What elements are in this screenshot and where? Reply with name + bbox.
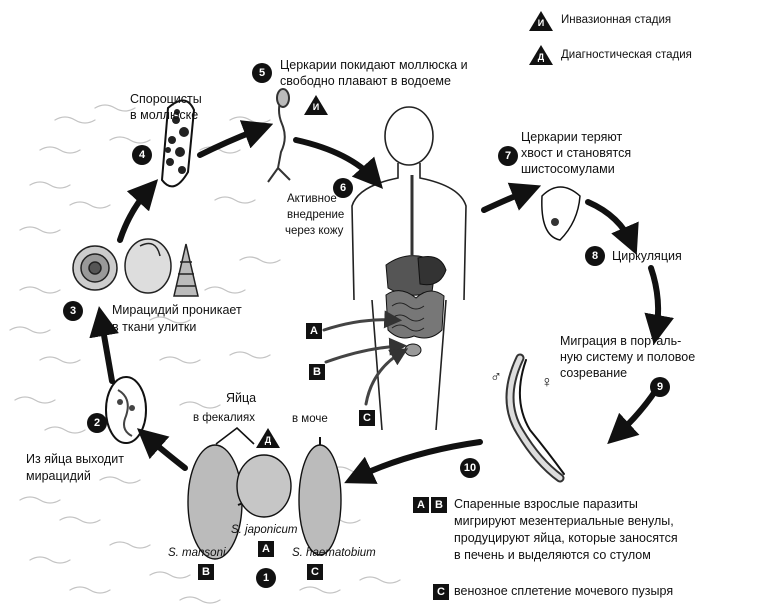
legend-diagnostic-label: Диагностическая стадия	[561, 49, 692, 61]
step-3-badge: 3	[63, 301, 83, 321]
step-4-line2: в моллюске	[130, 108, 199, 122]
step-9-badge: 9	[650, 377, 670, 397]
female-symbol: ♀	[541, 374, 553, 391]
cercaria-figure	[267, 88, 291, 183]
human-figure	[351, 106, 467, 431]
diagnostic-stage-icon: Д	[528, 44, 554, 66]
diagnostic-stage-icon: Д	[255, 427, 281, 449]
step-7-line2: хвост и становятся	[521, 146, 632, 160]
species-b-marker: B	[198, 564, 214, 580]
note-ab-line4: в печень и выделяются со стулом	[454, 548, 651, 562]
step-4-badge: 4	[132, 145, 152, 165]
species-a-marker: A	[258, 541, 274, 557]
step-7-line3: шистосомулами	[521, 162, 615, 176]
step-5-line1: Церкарии покидают моллюска и	[280, 58, 468, 72]
eggs-figure	[187, 437, 342, 560]
step-3-line2: в ткани улитки	[112, 320, 197, 334]
step-2-badge: 2	[87, 413, 107, 433]
eggs-urine-label: в моче	[292, 413, 328, 425]
eggs-title: Яйца	[226, 391, 257, 405]
step-5-badge: 5	[252, 63, 272, 83]
step-2-line2: мирацидий	[26, 469, 91, 483]
site-b-marker: B	[309, 364, 325, 380]
digestive-organs	[385, 175, 447, 357]
note-ab-line1: Спаренные взрослые паразиты	[454, 497, 638, 511]
step-3-line1: Мирацидий проникает	[112, 303, 242, 317]
step-7-line1: Церкарии теряют	[521, 130, 623, 144]
invasive-stage-icon: И	[303, 94, 329, 116]
step-1-badge: 1	[256, 568, 276, 588]
note-a-marker: A	[413, 497, 429, 513]
site-arrows	[322, 310, 409, 406]
step-9-line2: ную систему и половое	[560, 350, 696, 364]
note-ab-line3: продуцируют яйца, которые заносятся	[454, 531, 678, 545]
species-c-marker: C	[307, 564, 323, 580]
step-4-line1: Спороцисты	[130, 92, 202, 106]
species-haematobium-label: S. haematobium	[292, 547, 376, 559]
step-6-line3: через кожу	[285, 225, 344, 237]
invasive-stage-icon: И	[528, 10, 554, 32]
sporocyst-figure	[160, 99, 196, 188]
legend-invasive-label: Инвазионная стадия	[561, 14, 672, 26]
step-8-label: Циркуляция	[612, 249, 682, 263]
step-10-badge: 10	[460, 458, 480, 478]
schistosomulum-figure	[541, 186, 581, 241]
species-japonicum-label: S. japonicum	[231, 524, 298, 536]
step-6-line2: внедрение	[287, 209, 345, 221]
miracidium-egg-figure	[105, 376, 147, 444]
step-2-line1: Из яйца выходит	[26, 452, 124, 466]
site-a-marker: A	[306, 323, 322, 339]
step-9-line3: созревание	[560, 366, 628, 380]
step-6-line1: Активное	[287, 193, 337, 205]
male-symbol: ♂	[490, 369, 502, 386]
step-6-badge: 6	[333, 178, 353, 198]
note-c-marker: C	[433, 584, 449, 600]
step-9-line1: Миграция в порталь-	[560, 334, 682, 348]
species-mansoni-label: S. mansoni	[168, 547, 226, 559]
step-8-badge: 8	[585, 246, 605, 266]
note-ab-line2: мигрируют мезентериальные венулы,	[454, 514, 674, 528]
adult-worms-figure	[505, 353, 565, 483]
eggs-feces-label: в фекалиях	[193, 412, 255, 424]
snail-shells	[72, 238, 199, 297]
step-5-line2: свободно плавают в водоеме	[280, 74, 451, 88]
eggs-bracket	[215, 426, 255, 445]
step-7-badge: 7	[498, 146, 518, 166]
note-b-marker: B	[431, 497, 447, 513]
site-c-marker: C	[359, 410, 375, 426]
note-c-text: венозное сплетение мочевого пузыря	[454, 584, 674, 598]
